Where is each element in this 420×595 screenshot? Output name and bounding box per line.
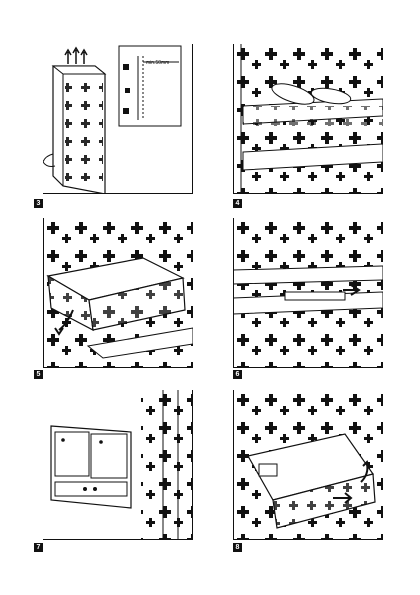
dimension-label: min.50mm bbox=[146, 60, 170, 66]
figure-number-6: 6 bbox=[233, 370, 242, 379]
figure-4-panel bbox=[233, 44, 383, 194]
figure-8-frame bbox=[233, 390, 383, 540]
figure-number-8: 8 bbox=[233, 543, 242, 552]
figure-number-7: 7 bbox=[34, 543, 43, 552]
figure-7-illustration bbox=[43, 390, 193, 540]
figure-6-illustration bbox=[233, 218, 383, 368]
figure-6-panel bbox=[233, 218, 383, 368]
figure-5-illustration bbox=[43, 218, 193, 368]
figure-number-4: 4 bbox=[233, 199, 242, 208]
figure-7-frame bbox=[43, 390, 193, 540]
figure-4-frame bbox=[233, 44, 383, 194]
figure-8-illustration bbox=[233, 390, 383, 540]
figure-6-frame bbox=[233, 218, 383, 368]
figure-number-5: 5 bbox=[34, 370, 43, 379]
figure-3-panel: min.50mm bbox=[43, 44, 193, 194]
figure-3-illustration bbox=[43, 44, 193, 194]
figure-4-illustration bbox=[233, 44, 383, 194]
figure-5-frame bbox=[43, 218, 193, 368]
figure-7-panel bbox=[43, 390, 193, 540]
figure-8-panel bbox=[233, 390, 383, 540]
figure-number-3: 3 bbox=[34, 199, 43, 208]
figure-3-frame bbox=[43, 44, 193, 194]
figure-5-panel bbox=[43, 218, 193, 368]
